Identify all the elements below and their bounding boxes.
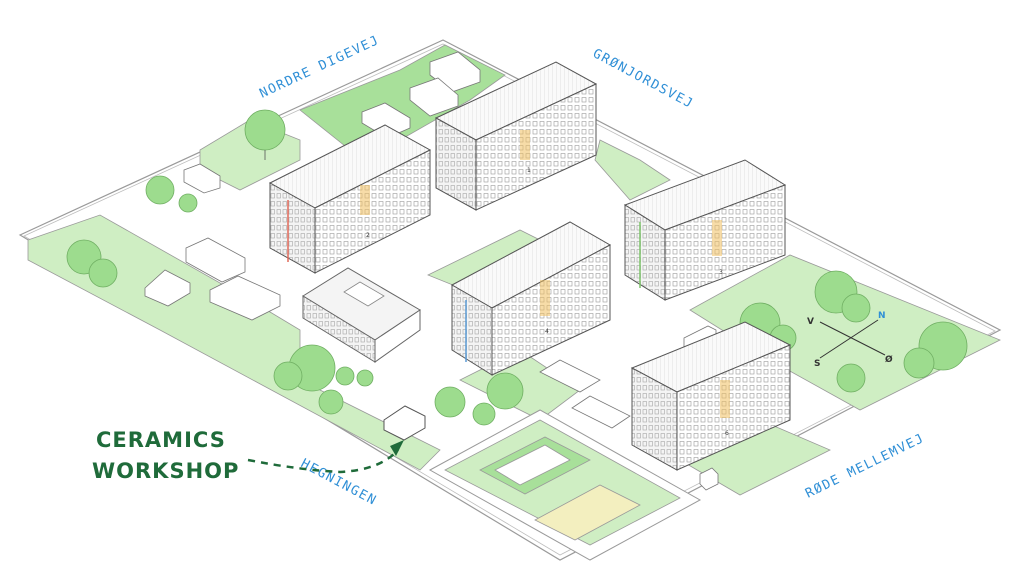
tree-icon bbox=[318, 389, 344, 415]
tree-icon bbox=[903, 347, 935, 379]
shed-west-2 bbox=[185, 237, 246, 283]
shed-north-3 bbox=[361, 102, 411, 139]
building-number-2: 2 bbox=[366, 232, 370, 239]
tree-icon bbox=[273, 361, 303, 391]
arrow-head-icon bbox=[390, 440, 404, 456]
shed-south bbox=[539, 359, 601, 393]
tree-icon bbox=[88, 258, 118, 288]
apartment-block-2: 2 bbox=[268, 124, 432, 274]
compass-west: V bbox=[807, 317, 814, 327]
shed-west-1 bbox=[183, 163, 221, 194]
callout-arrow bbox=[247, 449, 399, 474]
street-label-gronjordsvej: GRØNJORDSVEJ bbox=[590, 46, 696, 112]
tree-icon bbox=[145, 175, 175, 205]
community-building bbox=[302, 267, 421, 363]
shed-south-2 bbox=[571, 395, 631, 429]
compass-north: N bbox=[878, 311, 886, 321]
tree-icon bbox=[486, 372, 524, 410]
callout-line-2: WORKSHOP bbox=[92, 459, 239, 483]
building-number-6: 6 bbox=[725, 430, 729, 437]
tree-icon bbox=[434, 386, 466, 418]
shed-small bbox=[699, 467, 719, 491]
apartment-block-1: 1 bbox=[434, 61, 598, 211]
street-label-hegningen: HEGNINGEN bbox=[298, 456, 379, 509]
ceramics-workshop-callout: CERAMICS WORKSHOP bbox=[92, 428, 404, 483]
compass-rose: V N S Ø bbox=[807, 311, 893, 369]
tree-icon bbox=[244, 109, 286, 151]
tree-icon bbox=[335, 366, 355, 386]
building-number-1: 1 bbox=[527, 167, 531, 174]
tree-icon bbox=[178, 193, 198, 213]
apartment-block-4: 4 bbox=[450, 221, 612, 376]
compass-south: S bbox=[814, 359, 820, 369]
street-label-rode-mellemvej: RØDE MELLEMVEJ bbox=[803, 431, 927, 502]
building-number-3: 3 bbox=[719, 269, 723, 276]
apartment-block-6: 6 bbox=[630, 321, 792, 471]
house-west bbox=[144, 269, 191, 307]
shed-west-3 bbox=[209, 275, 281, 321]
sports-field bbox=[428, 409, 702, 561]
tree-icon bbox=[841, 293, 871, 323]
tree-icon bbox=[472, 402, 496, 426]
tree-icon bbox=[356, 369, 374, 387]
tree-icon bbox=[836, 363, 866, 393]
building-number-4: 4 bbox=[545, 328, 549, 335]
shed-north-2 bbox=[409, 77, 459, 117]
callout-line-1: CERAMICS bbox=[96, 428, 226, 452]
apartment-block-3: 3 bbox=[623, 159, 787, 301]
sheds bbox=[144, 51, 719, 491]
ceramics-workshop-building bbox=[383, 405, 426, 441]
compass-east: Ø bbox=[885, 354, 893, 365]
lawn-gronjords bbox=[594, 139, 671, 201]
